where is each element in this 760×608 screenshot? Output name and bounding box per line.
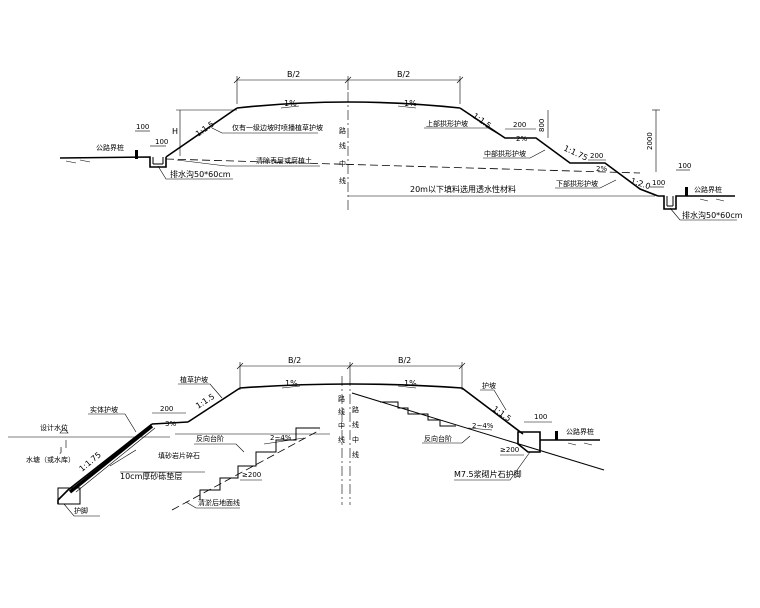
svg-text:线: 线	[338, 407, 345, 416]
top-slope-right-upper: 1:1.5	[471, 111, 493, 130]
top-note-fill-material: 20m以下填料选用透水性材料	[410, 184, 516, 194]
bottom-centerline-label-a: 路 线 中 线	[338, 394, 345, 444]
bottom-left-slope-upper	[187, 387, 241, 423]
top-road-surface	[236, 101, 461, 109]
bottom-step-slope-right: 2~4%	[472, 422, 494, 430]
top-dim-200-lower: 200	[590, 152, 603, 160]
svg-text:中: 中	[352, 435, 359, 444]
top-crossfall-left: 1%	[284, 99, 297, 108]
bottom-width-dimension: B/2 B/2	[236, 356, 466, 390]
bottom-crossfall-right: 1%	[404, 379, 417, 388]
svg-text:路: 路	[339, 126, 346, 135]
top-right-slope	[459, 107, 659, 197]
svg-text:路: 路	[338, 394, 345, 403]
svg-text:线: 线	[339, 141, 346, 150]
bottom-left-toe	[57, 487, 81, 505]
bottom-dim-100: 100	[534, 413, 547, 421]
svg-text:路: 路	[352, 405, 359, 414]
bottom-note-masonry: M7.5浆砌片石护脚	[454, 469, 522, 479]
bottom-berm-slope: 3%	[165, 420, 176, 428]
top-crossfall-right: 1%	[404, 99, 417, 108]
bottom-boundary-stake	[555, 431, 558, 440]
top-left-boundary-stake	[135, 150, 138, 159]
bottom-half-width-right: B/2	[398, 356, 411, 365]
top-dim-800: 800	[538, 119, 546, 132]
top-note-lower-protection: 下部拱形护坡	[556, 179, 598, 188]
top-note-left-protection: 仅有一级边坡时喷播植草护坡	[232, 123, 323, 132]
bottom-crossfall-left: 1%	[285, 379, 298, 388]
bottom-dim-200-berm: 200	[160, 405, 173, 413]
top-berm-slope-lower: 2%	[596, 165, 607, 173]
top-berm-slope-upper: 2%	[516, 135, 527, 143]
bottom-right-original-ground	[351, 392, 605, 471]
top-note-upper-protection: 上部拱形护坡	[426, 119, 468, 128]
top-cross-section: B/2 B/2 1% 1% 1:1.5 H 公路界桩 100 100 排水沟	[59, 70, 743, 221]
bottom-dim-200-step-left: ≥200	[242, 471, 261, 479]
top-ditch-right: 排水沟50*60cm	[682, 210, 743, 220]
bottom-note-gravel: 填砂岩片碎石	[158, 451, 200, 460]
bottom-note-solid-protection: 实体护坡	[90, 405, 118, 414]
bottom-boundary-marker: 公路界桩	[566, 427, 594, 436]
bottom-note-toe: 护脚	[74, 506, 88, 515]
top-half-width-left: B/2	[287, 70, 300, 79]
top-slope-left: 1:1.5	[194, 119, 216, 138]
top-dim-100-right: 100	[678, 162, 691, 170]
bottom-note-reverse-step-left: 反向台阶	[196, 434, 224, 443]
bottom-note-grass-protection: 植草护坡	[180, 375, 208, 384]
bottom-cross-section: B/2 B/2 1% 1% 1:1.5 200 3% 1:1.75 护脚 设计水…	[8, 356, 605, 517]
svg-text:线: 线	[352, 420, 359, 429]
bottom-right-masonry-toe	[517, 431, 541, 453]
top-dim-100-right-ditch: 100	[652, 179, 665, 187]
top-dim-2000: 2000	[646, 132, 654, 150]
top-boundary-marker-right: 公路界桩	[694, 185, 722, 194]
top-centerline-label: 路 线 中 线	[339, 126, 346, 185]
top-dim-100-ditch: 100	[155, 138, 168, 146]
svg-text:线: 线	[352, 450, 359, 459]
svg-text:中: 中	[338, 421, 345, 430]
bottom-water-mark: J	[59, 446, 62, 454]
top-height-label: H	[172, 127, 178, 136]
top-boundary-marker-left: 公路界桩	[96, 143, 124, 152]
bottom-note-right-slope-protection: 护坡	[482, 381, 496, 390]
bottom-note-reverse-step-right: 反向台阶	[424, 434, 452, 443]
svg-text:线: 线	[339, 176, 346, 185]
top-note-topsoil: 清除表层或腐植土	[256, 156, 312, 165]
svg-text:线: 线	[338, 435, 345, 444]
top-ground-dashed	[165, 158, 641, 174]
bottom-centerline-label-b: 路 线 中 线	[352, 405, 359, 459]
top-dim-100-left: 100	[136, 123, 149, 131]
svg-text:中: 中	[339, 159, 346, 168]
bottom-left-reverse-steps	[199, 427, 320, 500]
top-ditch-left: 排水沟50*60cm	[170, 169, 231, 179]
bottom-slope-right: 1:1.5	[491, 404, 513, 423]
top-right-boundary-stake	[685, 187, 688, 196]
top-left-slope	[165, 107, 238, 158]
top-left-ground	[59, 156, 167, 168]
bottom-step-slope-left: 2~4%	[270, 434, 292, 442]
top-width-dimension: B/2 B/2	[233, 70, 464, 104]
bottom-slope-left-upper: 1:1.5	[194, 392, 216, 411]
bottom-half-width-left: B/2	[288, 356, 301, 365]
bottom-right-slope	[461, 387, 524, 435]
bottom-note-water-pond: 水塘（或水库）	[26, 455, 75, 464]
top-half-width-right: B/2	[397, 70, 410, 79]
top-right-ground	[658, 195, 735, 210]
bottom-note-design-water: 设计水位	[40, 423, 68, 432]
bottom-note-sand-cushion: 10cm厚砂砾垫层	[120, 471, 182, 481]
bottom-note-clearing: 清淤后地面线	[198, 498, 240, 507]
top-note-middle-protection: 中部拱形护坡	[484, 149, 526, 158]
bottom-right-reverse-steps	[380, 401, 456, 427]
top-dim-200-upper: 200	[513, 121, 526, 129]
bottom-dim-200-step-right: ≥200	[500, 446, 519, 454]
bottom-left-original-ground	[171, 429, 321, 511]
bottom-road-surface	[239, 383, 463, 389]
